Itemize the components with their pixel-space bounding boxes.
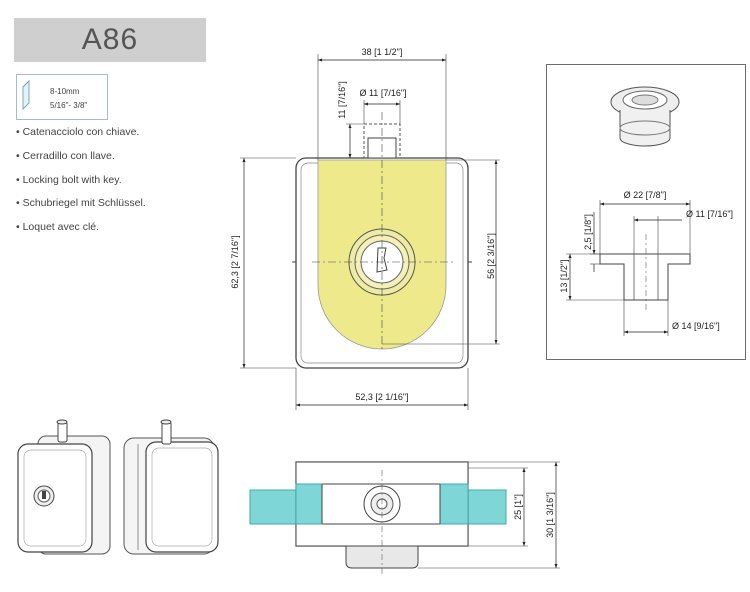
perspective-view-back xyxy=(123,419,219,555)
dim-bolt-diameter: Ø 11 [7/16"] xyxy=(359,88,406,98)
dim-flange-thickness: 2,5 [1/8"] xyxy=(583,214,593,250)
dim-body-height: 56 [2 3/16"] xyxy=(486,233,496,279)
dim-overall-height: 62,3 [2 7/16"] xyxy=(230,235,240,288)
dim-total-thickness: 30 [1 3/16"] xyxy=(545,492,555,538)
dim-body-thickness: 25 [1"] xyxy=(513,494,523,520)
side-view: 25 [1"] 30 [1 3/16"] xyxy=(249,461,560,576)
dim-total-height: 13 [1/2"] xyxy=(559,259,569,292)
description-french: Loquet avec clé. xyxy=(16,221,146,245)
dim-overall-width: 52,3 [2 1/16"] xyxy=(355,392,408,402)
front-view: 38 [1 1/2"] 11 [7/16"] Ø 11 [7/16"] 62,3… xyxy=(230,47,500,410)
glass-thickness-box: 8-10mm 5/16"- 3/8" xyxy=(16,74,108,120)
description-german: Schubriegel mit Schlüssel. xyxy=(16,197,146,221)
glass-edge-icon xyxy=(22,79,30,111)
dim-flange-diameter: Ø 22 [7/8"] xyxy=(624,190,667,200)
bushing-3d-icon xyxy=(610,86,680,147)
description-spanish: Cerradillo con llave. xyxy=(16,150,146,174)
glass-thickness-metric: 8-10mm xyxy=(50,87,80,96)
perspective-view-front xyxy=(17,419,111,555)
section-view-frame xyxy=(546,64,746,360)
description-english: Locking bolt with key. xyxy=(16,174,146,198)
dim-width-top: 38 [1 1/2"] xyxy=(362,47,403,57)
glass-thickness-imperial: 5/16"- 3/8" xyxy=(50,101,88,110)
dim-bore-diameter: Ø 11 [7/16"] xyxy=(686,209,733,219)
description-list: Catenacciolo con chiave. Cerradillo con … xyxy=(16,126,146,245)
product-title-box: A86 xyxy=(14,18,206,62)
product-code: A86 xyxy=(81,23,139,56)
section-view: Ø 22 [7/8"] Ø 11 [7/16"] 2,5 [1/8"] 13 [… xyxy=(559,86,733,336)
dim-bolt-height: 11 [7/16"] xyxy=(337,81,347,119)
dim-base-diameter: Ø 14 [9/16"] xyxy=(672,321,720,331)
description-italian: Catenacciolo con chiave. xyxy=(16,126,146,150)
